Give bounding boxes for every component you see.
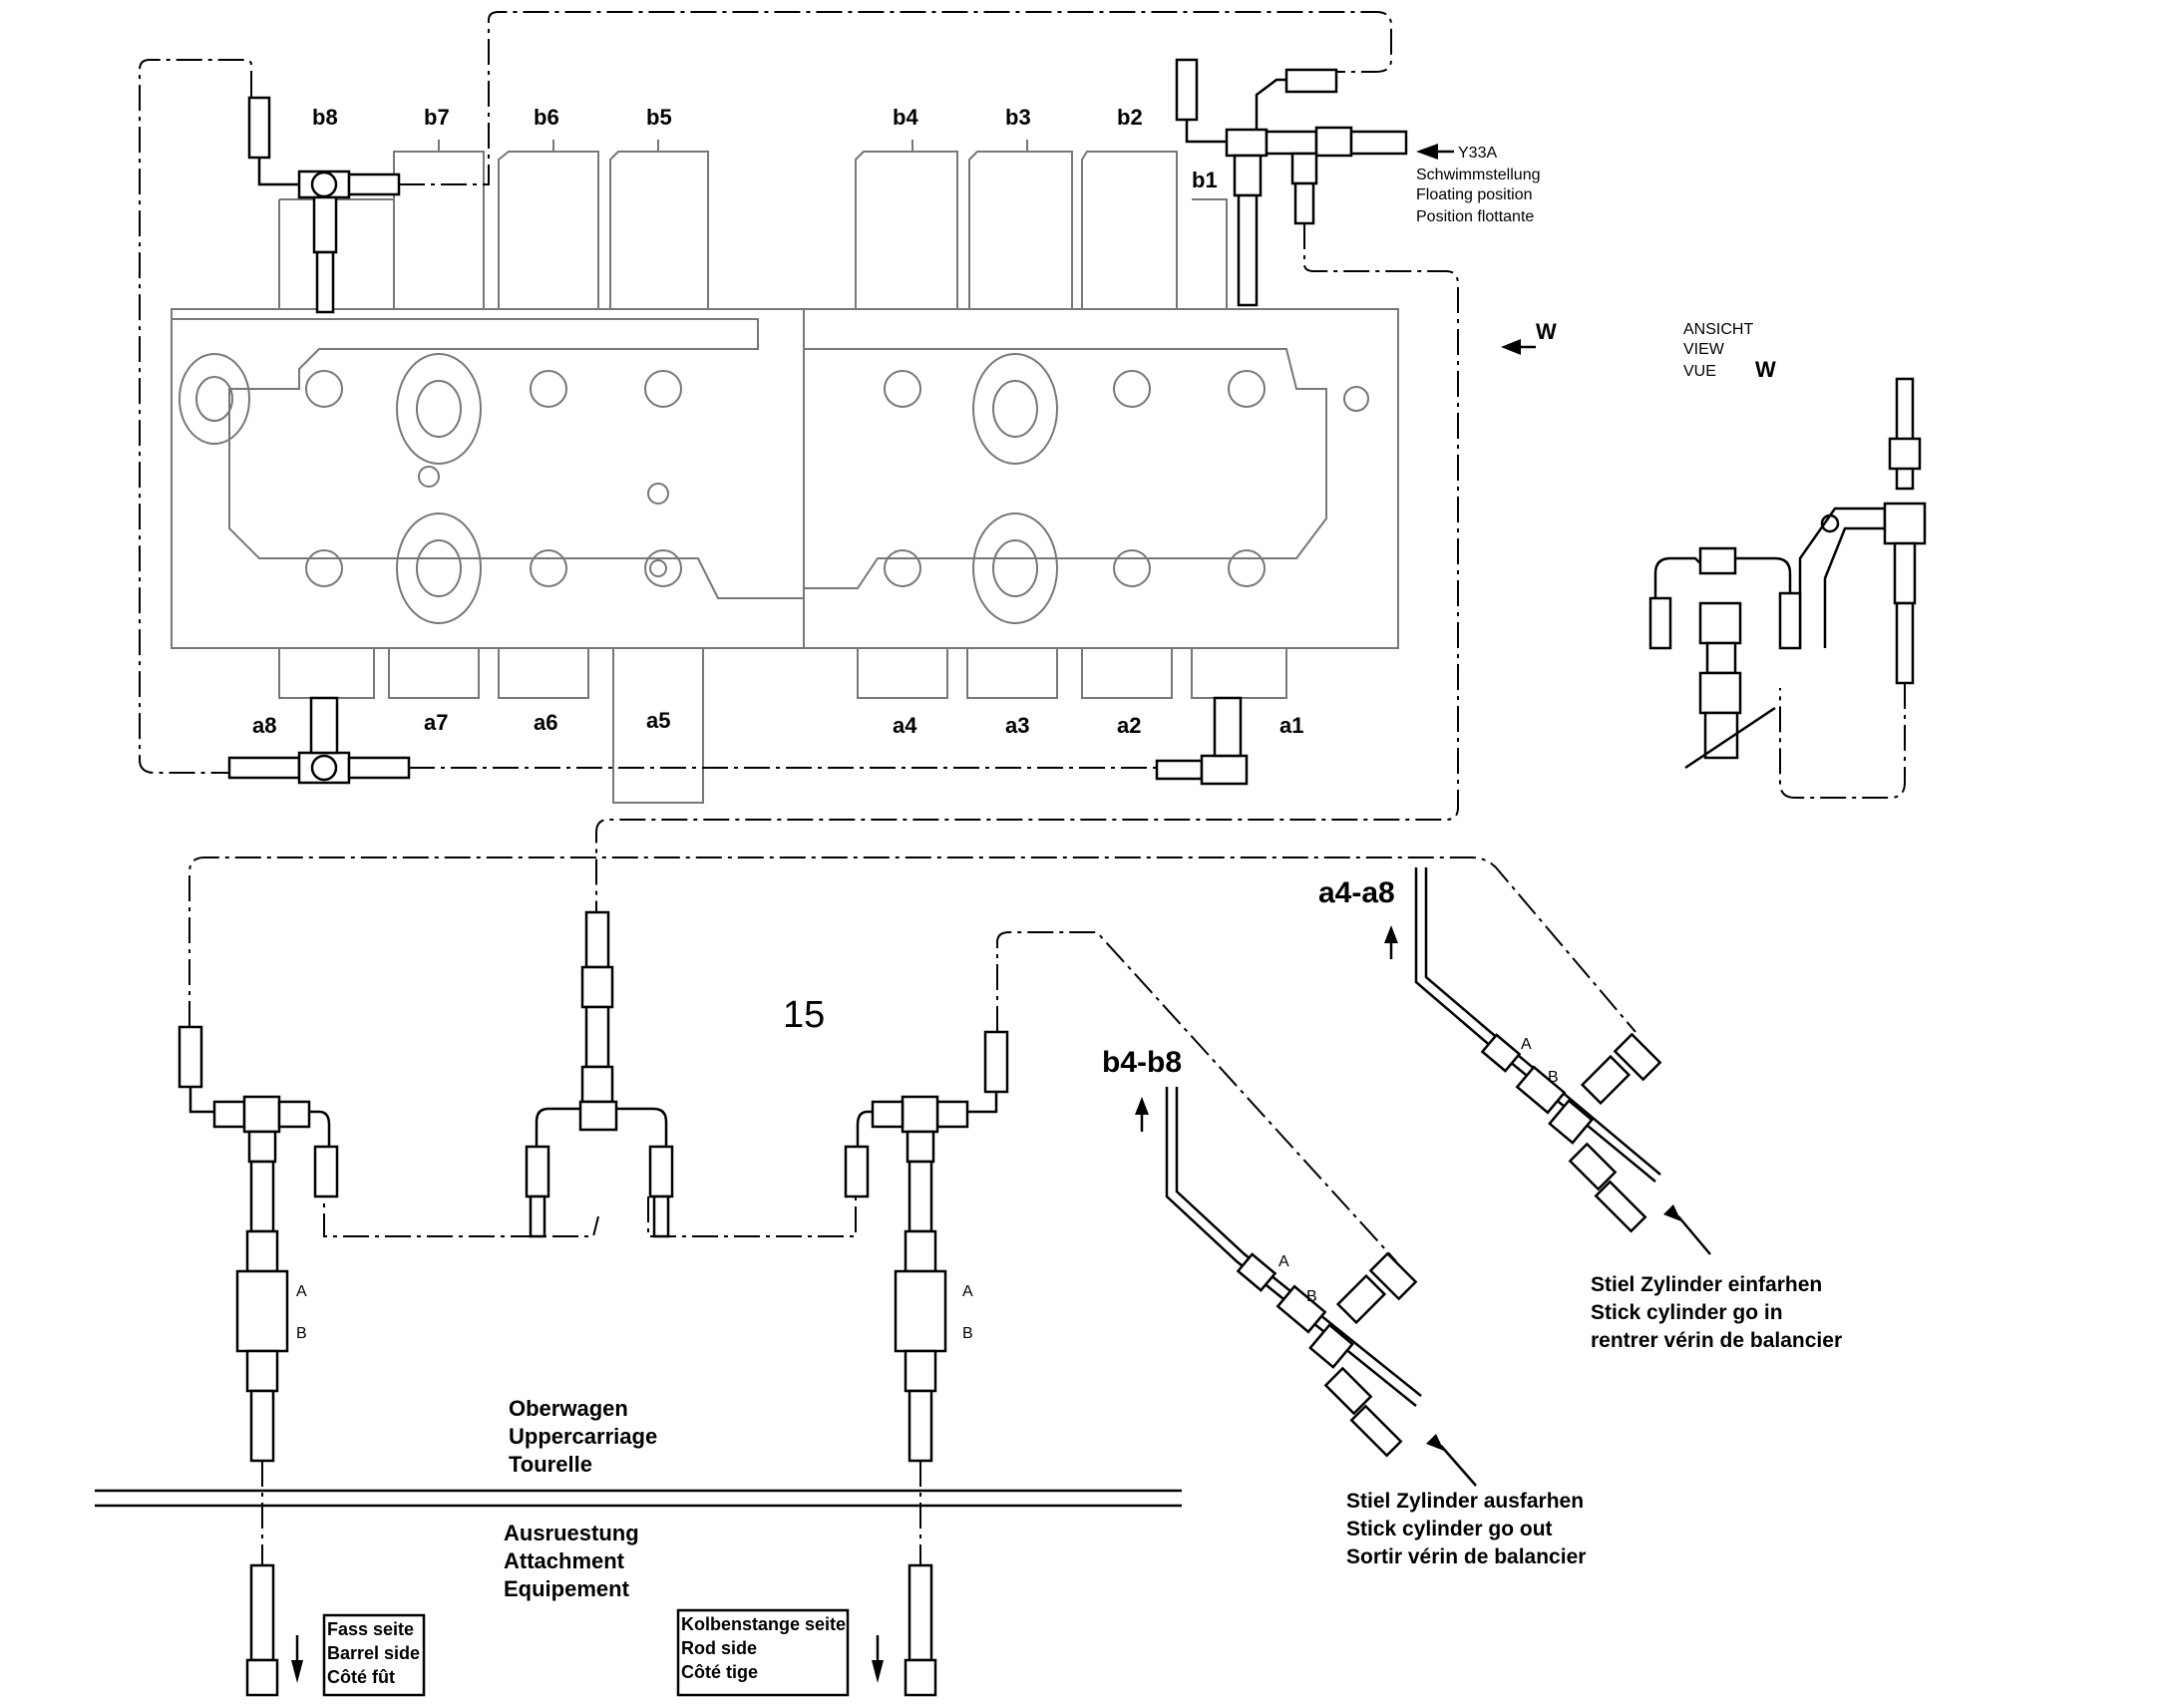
item-number: 15 <box>783 994 825 1036</box>
tee-assembly-center <box>525 910 674 1238</box>
flange-ports <box>179 353 1369 624</box>
floating-position-callout: Y33A Schwimmstellung Floating position P… <box>1416 144 1540 225</box>
arrow-up-icon <box>1135 1097 1149 1115</box>
arrow-down-icon <box>872 1660 884 1683</box>
valve-mark-b-right: B <box>962 1325 973 1342</box>
floating-fr: Position flottante <box>1416 208 1534 225</box>
port-b8: b8 <box>312 105 338 130</box>
stick-out-de: Stiel Zylinder ausfarhen <box>1346 1490 1584 1513</box>
frame-labels: Oberwagen Uppercarriage Tourelle Ausrues… <box>504 1396 657 1601</box>
valve-label: Y33A <box>1458 145 1497 162</box>
view-letter: W <box>1755 357 1776 382</box>
attach-fr: Equipement <box>504 1576 630 1601</box>
barrel-de: Fass seite <box>327 1619 414 1639</box>
port-a6: a6 <box>534 710 557 735</box>
stick-out-fr: Sortir vérin de balancier <box>1346 1545 1586 1568</box>
pilot-lines-lower <box>188 856 1636 1262</box>
frame-divider <box>95 1489 1182 1508</box>
barrel-fr: Côté fût <box>327 1667 395 1687</box>
port-b3: b3 <box>1005 105 1031 130</box>
floating-de: Schwimmstellung <box>1416 167 1540 183</box>
rod-en: Rod side <box>681 1638 757 1658</box>
attach-de: Ausruestung <box>504 1521 639 1545</box>
arrow-down-icon <box>291 1660 303 1683</box>
port-a8: a8 <box>252 713 276 738</box>
arrow-icon <box>1663 1204 1681 1221</box>
arrow-left-icon <box>1416 144 1438 160</box>
arrow-left-icon <box>1501 339 1521 355</box>
valve-mark-a-a: A <box>1521 1036 1532 1053</box>
valve-mark-b-left: B <box>296 1325 307 1342</box>
port-a3: a3 <box>1005 713 1029 738</box>
port-b5: b5 <box>646 105 672 130</box>
port-b6: b6 <box>534 105 559 130</box>
arrow-icon <box>1426 1434 1444 1451</box>
barrel-side-box: Fass seite Barrel side Côté fût <box>291 1613 426 1697</box>
port-a2: a2 <box>1117 713 1141 738</box>
valve-mark-a-left: A <box>296 1283 307 1300</box>
view-arrow-label: W <box>1536 319 1557 344</box>
valve-mark-a-right: A <box>962 1283 973 1300</box>
port-b7: b7 <box>424 105 450 130</box>
view-title-en: VIEW <box>1683 341 1725 358</box>
stick-in-en: Stick cylinder go in <box>1591 1301 1783 1324</box>
stick-out-en: Stick cylinder go out <box>1346 1518 1553 1540</box>
valve-fittings <box>227 58 1408 786</box>
rod-side-box: Kolbenstange seite Rod side Côté tige <box>676 1608 884 1697</box>
floating-en: Floating position <box>1416 186 1533 203</box>
port-b4: b4 <box>893 105 918 130</box>
view-title-fr: VUE <box>1683 363 1716 380</box>
port-b2: b2 <box>1117 105 1143 130</box>
rod-de: Kolbenstange seite <box>681 1614 846 1634</box>
branch-b-label: b4-b8 <box>1102 1046 1182 1079</box>
attach-en: Attachment <box>504 1548 625 1573</box>
view-arrow-w: W <box>1501 319 1557 355</box>
barrel-en: Barrel side <box>327 1643 420 1663</box>
upper-fr: Tourelle <box>509 1452 592 1477</box>
port-a1: a1 <box>1279 713 1303 738</box>
port-a5: a5 <box>646 708 670 733</box>
port-labels: b8 b7 b6 b5 b4 b3 b2 b1 a8 a7 a6 a5 a4 a… <box>252 105 1303 738</box>
arrow-up-icon <box>1384 925 1398 943</box>
branch-a4-a8: a4-a8 A B Stiel Zylinder einfarhen Stick… <box>1318 867 1842 1352</box>
valve-mark-b-a: B <box>1548 1069 1559 1086</box>
view-w-detail: ANSICHT VIEW VUE W <box>1648 321 1927 799</box>
view-title-de: ANSICHT <box>1683 321 1753 338</box>
pilot-lines-upper <box>139 11 1459 912</box>
check-valve-left: A B <box>178 1025 339 1697</box>
stick-in-de: Stiel Zylinder einfarhen <box>1591 1273 1822 1296</box>
check-valve-right: A B <box>844 1030 1009 1697</box>
valve-mark-a-b: A <box>1278 1253 1289 1270</box>
port-a7: a7 <box>424 710 448 735</box>
valve-mark-b-b: B <box>1306 1288 1317 1305</box>
control-valve-block <box>171 140 1399 804</box>
port-b1: b1 <box>1192 168 1218 192</box>
port-a4: a4 <box>893 713 917 738</box>
stick-in-fr: rentrer vérin de balancier <box>1591 1329 1842 1352</box>
upper-de: Oberwagen <box>509 1396 628 1421</box>
rod-fr: Côté tige <box>681 1662 758 1682</box>
branch-a-label: a4-a8 <box>1318 876 1395 909</box>
upper-en: Uppercarriage <box>509 1424 657 1449</box>
branch-b4-b8: b4-b8 A B Stiel Zylinder ausfarhen Stick… <box>1102 1046 1586 1568</box>
